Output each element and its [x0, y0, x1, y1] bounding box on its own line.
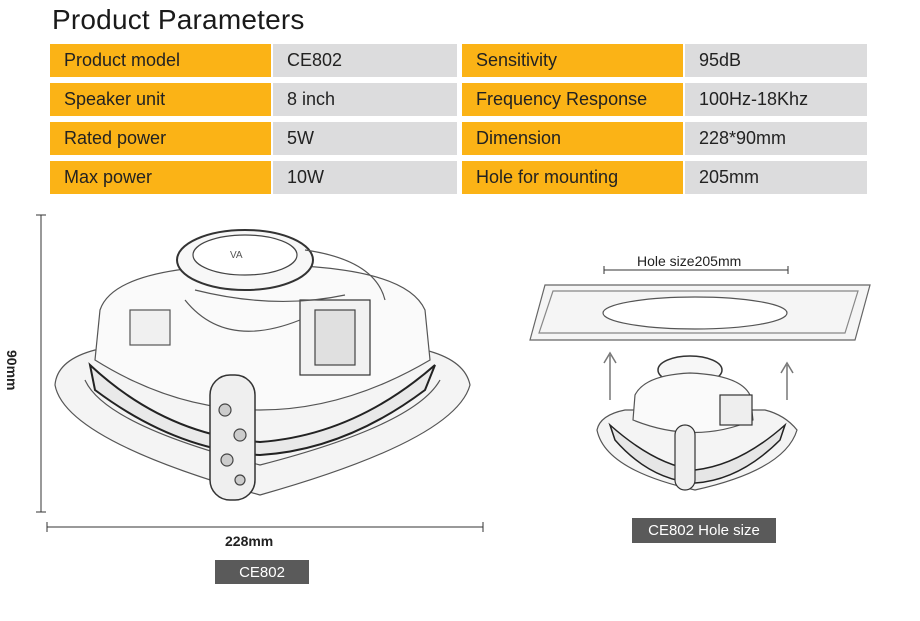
param-value: 10W — [271, 161, 457, 194]
param-key: Max power — [50, 161, 271, 194]
param-value: 5W — [271, 122, 457, 155]
param-row-max-power: Max power 10W — [50, 161, 457, 194]
page-title: Product Parameters — [52, 4, 305, 35]
param-value: 228*90mm — [683, 122, 867, 155]
param-key: Speaker unit — [50, 83, 271, 116]
param-key: Product model — [50, 44, 271, 77]
param-key: Frequency Response — [462, 83, 683, 116]
caption-ce802: CE802 — [215, 560, 309, 584]
param-value: 95dB — [683, 44, 867, 77]
param-row-dimension: Dimension 228*90mm — [462, 122, 867, 155]
height-dimension-label: 90mm — [4, 350, 20, 391]
speaker-illustration: VA — [54, 229, 471, 501]
svg-text:VA: VA — [230, 250, 243, 261]
caption-hole-size: CE802 Hole size — [632, 518, 776, 543]
param-row-speaker-unit: Speaker unit 8 inch — [50, 83, 457, 116]
width-dimension-label: 228mm — [225, 533, 274, 549]
param-row-hole-for-mounting: Hole for mounting 205mm — [462, 161, 867, 194]
param-row-rated-power: Rated power 5W — [50, 122, 457, 155]
hole-mounting-illustration — [529, 284, 871, 491]
param-row-sensitivity: Sensitivity 95dB — [462, 44, 867, 77]
param-value: 205mm — [683, 161, 867, 194]
param-key: Sensitivity — [462, 44, 683, 77]
param-key: Hole for mounting — [462, 161, 683, 194]
param-value: 100Hz-18Khz — [683, 83, 867, 116]
hole-size-label: Hole size205mm — [637, 253, 742, 269]
param-row-frequency-response: Frequency Response 100Hz-18Khz — [462, 83, 867, 116]
param-key: Dimension — [462, 122, 683, 155]
param-key: Rated power — [50, 122, 271, 155]
param-row-product-model: Product model CE802 — [50, 44, 457, 77]
param-value: CE802 — [271, 44, 457, 77]
param-value: 8 inch — [271, 83, 457, 116]
